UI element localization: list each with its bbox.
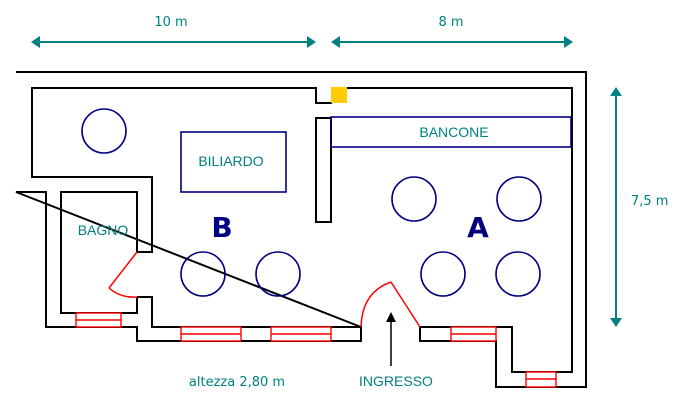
round-table	[180, 251, 226, 297]
round-table	[391, 176, 437, 222]
arrow-left-icon	[331, 36, 340, 48]
bathroom-wall	[60, 191, 138, 314]
counter	[330, 116, 572, 148]
entrance-arrow	[386, 312, 396, 366]
arrow-down-icon	[610, 318, 622, 327]
marker-square	[331, 87, 347, 103]
round-table	[496, 176, 542, 222]
dimension-width-right: 8 m	[331, 15, 573, 48]
window	[180, 326, 242, 342]
window	[525, 371, 557, 388]
bathroom-label: BAGNO	[78, 222, 129, 238]
dimension-label-10m: 10 m	[154, 15, 187, 30]
dimension-width-left: 10 m	[31, 15, 316, 48]
arrow-up-icon	[610, 87, 622, 96]
billiard-label: BILIARDO	[198, 153, 263, 169]
round-table	[255, 251, 301, 297]
arrow-left-icon	[31, 36, 40, 48]
dimension-label-depth: 7,5 m	[631, 194, 668, 209]
round-table	[81, 108, 127, 154]
partition-wall	[315, 117, 332, 223]
dimension-depth: 7,5 m	[610, 87, 668, 327]
round-table	[495, 251, 541, 297]
dimension-label-8m: 8 m	[438, 15, 463, 30]
zone-a-label: A	[467, 211, 489, 244]
arrow-right-icon	[564, 36, 573, 48]
arrow-up-icon	[386, 312, 396, 322]
entrance-label: INGRESSO	[359, 373, 433, 389]
round-table	[420, 251, 466, 297]
window	[75, 312, 122, 328]
billiard-table	[180, 131, 287, 193]
height-note: altezza 2,80 m	[189, 375, 285, 390]
bathroom-door	[108, 251, 138, 298]
arrow-right-icon	[307, 36, 316, 48]
zone-b-label: B	[211, 211, 232, 244]
counter-label: BANCONE	[419, 124, 488, 140]
window	[450, 326, 497, 342]
entrance-door	[360, 281, 421, 328]
window	[270, 326, 332, 342]
